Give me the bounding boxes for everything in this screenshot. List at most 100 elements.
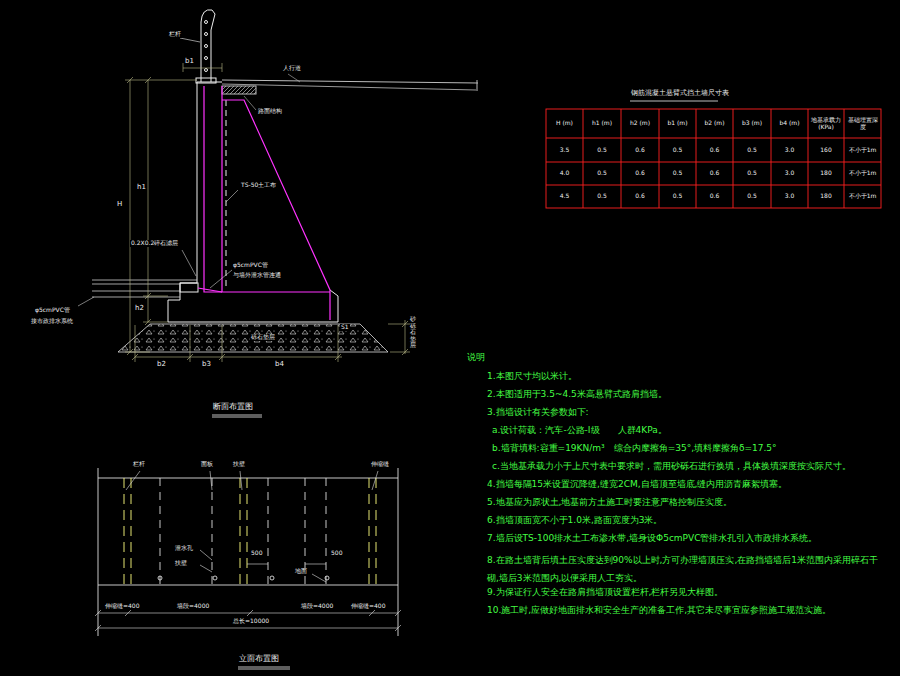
- table-cell: 0.5: [585, 147, 619, 154]
- plan-view: [312, 574, 326, 582]
- railing: [180, 10, 216, 83]
- ground-and-pipes: [226, 190, 238, 202]
- callout-label: 0.2X0.2碎石滤层: [130, 240, 179, 247]
- railing: [205, 45, 208, 48]
- wall-outline: [197, 82, 222, 83]
- plan-view: [124, 478, 125, 585]
- table-cell: 0.5: [735, 170, 769, 177]
- table-cell: 3.5: [548, 147, 582, 154]
- table-header: H (m): [548, 120, 582, 127]
- dimension-lines: [148, 80, 149, 322]
- table-cell: 0.5: [585, 193, 619, 200]
- note-line: 6.挡墙顶面宽不小于1.0米,路面宽度为3米。: [486, 515, 664, 525]
- road-surface: [222, 84, 476, 90]
- plan-view: [376, 478, 377, 585]
- callout-label: 扶壁: [232, 461, 246, 468]
- table-header: b4 (m): [773, 120, 807, 127]
- callout-label: 砾石垫层: [250, 334, 276, 341]
- table-cell: 3.0: [773, 147, 807, 154]
- table-cell: 3.0: [773, 170, 807, 177]
- table-cell: 0.5: [585, 170, 619, 177]
- dimension-lines: [125, 352, 150, 353]
- plan-view: [247, 564, 268, 565]
- size-table: [546, 109, 881, 208]
- plan-view: [98, 585, 398, 586]
- plan-view: [98, 478, 398, 479]
- plan-view: [247, 478, 248, 585]
- plan-view: [212, 478, 213, 585]
- dimension-label: b2: [156, 360, 167, 368]
- dimension-lines: [388, 321, 410, 355]
- dimension-label: 伸缩缝=400: [104, 603, 140, 610]
- callout-label: 砂砾石垫层: [410, 316, 416, 349]
- plan-view: [270, 576, 274, 580]
- note-line: c.当地基承载力小于上尺寸表中要求时，需用砂砾石进行换填，具体换填深度按实际尺寸…: [491, 461, 852, 471]
- table-cell: 0.5: [661, 170, 695, 177]
- plan-view: [95, 625, 401, 631]
- wall-outline: [180, 283, 198, 292]
- dimension-lines: [143, 322, 168, 323]
- dimension-label: H: [116, 200, 123, 208]
- table-cell: 0.6: [698, 170, 732, 177]
- table-cell: 0.6: [623, 193, 657, 200]
- note-line: a.设计荷载：汽车-公路-I级 人群4KPa。: [491, 425, 668, 435]
- size-table: [546, 109, 881, 208]
- dimension-lines: [405, 320, 406, 354]
- road-surface: [222, 86, 256, 94]
- dimension-label: h1: [136, 183, 147, 191]
- note-line: 7.墙后设TS-100排水土工布渗水带,墙身设Φ5cmPVC管排水孔引入市政排水…: [486, 533, 818, 543]
- foundation-bed: [118, 324, 388, 352]
- plan-view: [398, 468, 399, 636]
- wall-rebar: [222, 100, 330, 320]
- ground-and-pipes: [210, 270, 232, 288]
- table-header: b1 (m): [661, 120, 695, 127]
- ground-and-pipes: [92, 291, 180, 292]
- callout-label: 栏杆: [168, 31, 182, 38]
- callout-label: 扶壁: [174, 560, 188, 567]
- wall-rebar: [198, 288, 222, 292]
- wall-rebar: [204, 86, 222, 292]
- dimension-label: b1: [184, 57, 195, 65]
- plan-view: [131, 478, 132, 585]
- plan-view: [98, 468, 99, 636]
- table-cell: 0.5: [735, 193, 769, 200]
- table-cell: 0.5: [661, 147, 695, 154]
- dimension-lines: [143, 296, 168, 297]
- railing: [205, 57, 208, 60]
- railing: [205, 69, 208, 72]
- railing: [205, 21, 208, 24]
- plan-view: [200, 550, 212, 560]
- plan-view: [369, 478, 370, 585]
- foundation-bed: [118, 324, 388, 352]
- road-surface: [222, 74, 478, 110]
- road-surface: [288, 74, 300, 82]
- plan-view: [95, 471, 401, 631]
- plan-view: [213, 576, 217, 580]
- road-surface: [222, 80, 478, 83]
- note-line: b.墙背填料:容重=19KN/m³ 综合内摩擦角=35°,填料摩擦角δ=17.5…: [491, 443, 778, 453]
- note-line: 4.挡墙每隔15米设置沉降缝,缝宽2CM,自墙顶至墙底,缝内用沥青麻絮填塞。: [486, 479, 788, 489]
- dimension-lines: [135, 357, 342, 358]
- note-line: 9.为保证行人安全在路肩挡墙顶设置栏杆,栏杆另见大样图。: [486, 587, 724, 597]
- plan-view: [210, 471, 212, 490]
- callout-label: 面板: [200, 461, 214, 468]
- callout-label: 栏杆: [132, 461, 146, 468]
- table-cell: 0.5: [661, 193, 695, 200]
- view-title: 立面布置图: [238, 654, 280, 663]
- dimension-label: b4: [274, 360, 285, 368]
- table-header: 基础埋置深度: [846, 117, 880, 131]
- wall-rebar: [222, 86, 330, 292]
- plan-view: [126, 471, 140, 490]
- note-line: 5.地基应为原状土,地基前方土施工时要注意严格控制压实度。: [486, 497, 733, 507]
- dimension-lines: [125, 63, 410, 362]
- table-cell: 不小于1m: [846, 193, 880, 200]
- title-underlines: [212, 415, 262, 416]
- title-underlines: [212, 417, 262, 418]
- table-cell: 4.0: [548, 170, 582, 177]
- dimension-label: b3: [201, 360, 212, 368]
- table-cell: 不小于1m: [846, 170, 880, 177]
- plan-view: [98, 628, 398, 629]
- plan-view: [124, 478, 376, 585]
- dimension-label: 500: [330, 550, 343, 557]
